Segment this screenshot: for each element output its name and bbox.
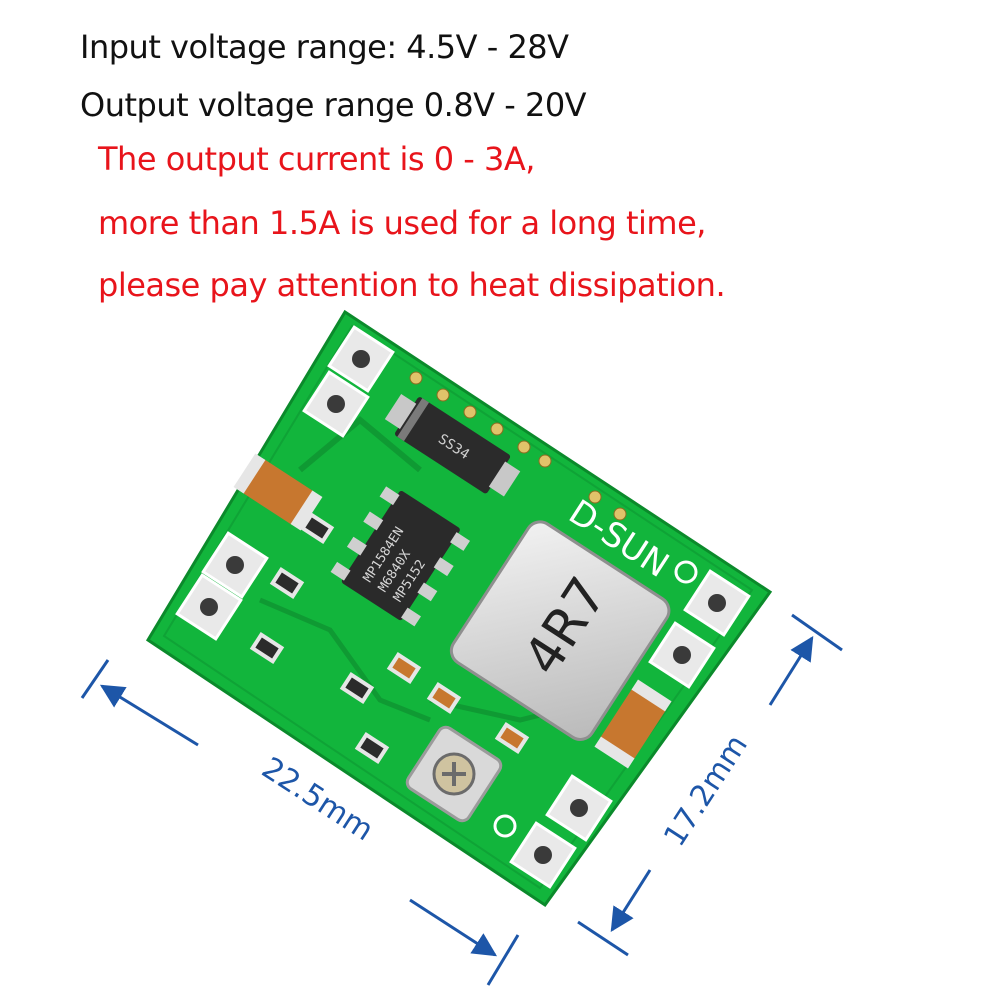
- solder-pad-right: [648, 569, 751, 689]
- solder-pad-top-left: [302, 325, 395, 438]
- polarity-marker-minus: [674, 560, 698, 584]
- left-capacitor: [233, 453, 323, 531]
- output-voltage-range-text: Output voltage range 0.8V - 20V: [80, 86, 587, 124]
- long-time-current-note: more than 1.5A is used for a long time,: [98, 204, 706, 242]
- inductor: 4R7: [449, 520, 671, 741]
- output-current-note: The output current is 0 - 3A,: [98, 140, 535, 178]
- input-voltage-range-text: Input voltage range: 4.5V - 28V: [80, 28, 569, 66]
- trim-potentiometer: [405, 725, 503, 823]
- solder-pad-bottom-right: [509, 774, 613, 889]
- polarity-marker-plus: [493, 814, 517, 838]
- via-row: [409, 371, 627, 521]
- heat-dissipation-note: please pay attention to heat dissipation…: [98, 266, 726, 304]
- schottky-diode: SS34: [384, 393, 521, 497]
- solder-pad-left: [175, 531, 269, 641]
- width-label: 17.2mm: [657, 729, 755, 853]
- right-capacitor: [594, 679, 672, 769]
- small-smd-parts: [249, 511, 530, 765]
